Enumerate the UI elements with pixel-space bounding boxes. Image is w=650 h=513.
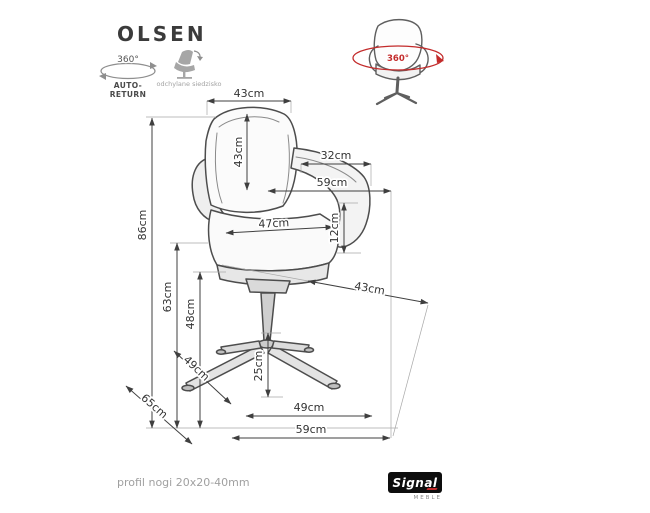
dim-seat-height: 48cm [184, 299, 197, 330]
logo-accent [426, 488, 438, 490]
rotation-arrow-icon [99, 73, 106, 80]
tilting-seat-caption: odchylane siedzisko [156, 80, 222, 88]
dim-base-height: 25cm [252, 351, 265, 382]
rotation-ellipse [352, 45, 444, 71]
brand-subtitle: MEBLE [413, 495, 442, 501]
brand-logo: Signal [388, 472, 442, 493]
dim-back-height: 43cm [232, 137, 245, 168]
hero-rotation-degrees-label: 360° [387, 54, 409, 64]
dim-armrest-length: 32cm [321, 149, 352, 162]
dim-seat-depth: 43cm [353, 279, 386, 297]
dim-total-width: 59cm [296, 423, 327, 436]
dim-total-height: 86cm [136, 210, 149, 241]
dim-width-at-armrests: 59cm [317, 176, 348, 189]
rotation-arrow-icon [150, 62, 157, 69]
product-title: OLSEN [117, 22, 207, 46]
auto-return-label: AUTO-RETURN [109, 81, 147, 99]
rotation-360-icon: 360° [99, 54, 157, 80]
dim-back-width-top: 43cm [234, 87, 265, 100]
dimension-lines [125, 98, 429, 445]
dim-base-width: 49cm [294, 401, 325, 414]
dim-seat-width: 47cm [258, 216, 289, 231]
extension-lines [146, 101, 429, 438]
leg-profile-note: profil nogi 20x20-40mm [117, 476, 250, 489]
brand-name: Signal [392, 475, 438, 490]
rotation-arrow-icon [436, 54, 444, 63]
rotation-degrees-label: 360° [117, 55, 139, 65]
dim-total-depth: 65cm [138, 391, 170, 421]
tilting-seat-icon [174, 50, 203, 79]
hero-chair-icon: 360° [352, 18, 444, 106]
dim-armrest-above-seat: 12cm [328, 213, 341, 244]
dim-armrest-height: 63cm [161, 282, 174, 313]
